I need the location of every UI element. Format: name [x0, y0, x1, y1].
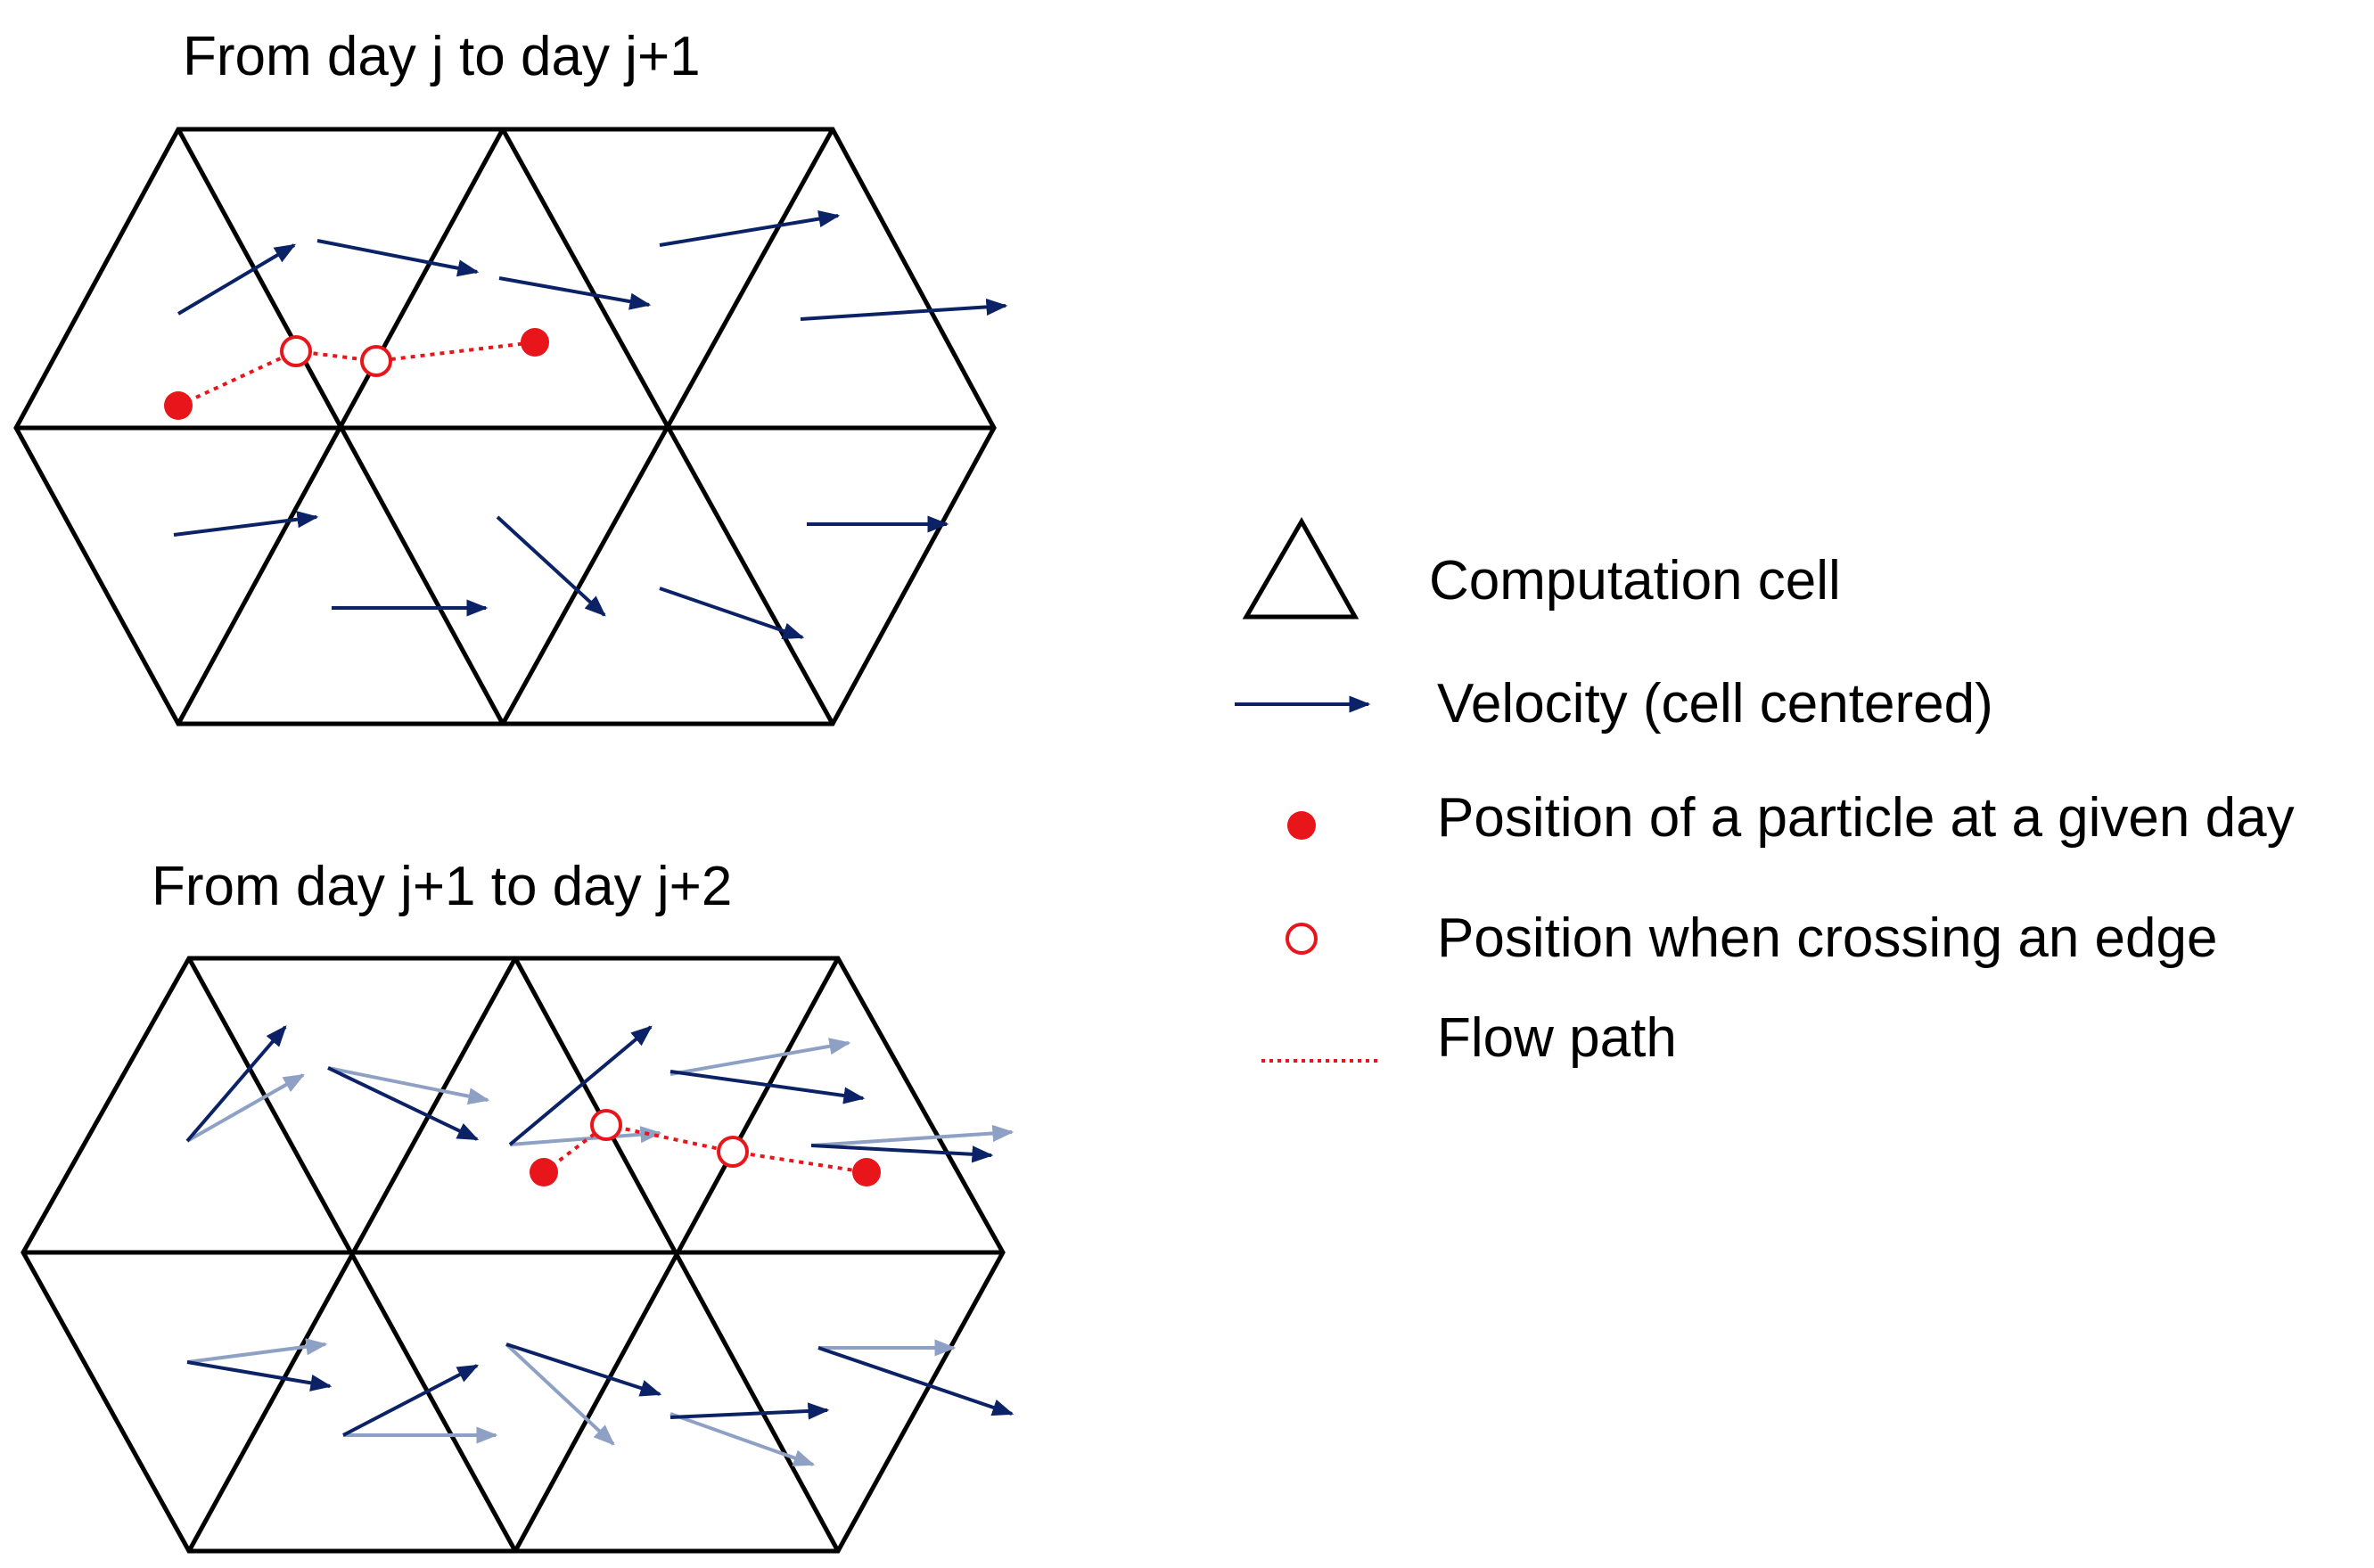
mesh-edge — [513, 956, 841, 1553]
velocity-arrow-icon — [316, 239, 480, 277]
legend-item: Flow path — [1261, 1007, 1677, 1069]
previous-velocity-arrows — [186, 1038, 1014, 1466]
velocity-arrow-icon — [669, 1402, 830, 1420]
velocity-arrow-icon — [669, 1070, 866, 1104]
particle-track — [164, 328, 549, 420]
triangle-mesh — [13, 127, 997, 727]
flow-path — [177, 341, 536, 407]
velocity-arrows — [185, 1025, 1014, 1437]
particle-track — [530, 1109, 881, 1186]
filled-dot-icon — [1287, 811, 1316, 840]
velocity-arrows — [173, 210, 1008, 640]
velocity-arrow-icon — [342, 1364, 480, 1437]
mesh-edge — [186, 956, 518, 1553]
faded-arrow-icon — [669, 1412, 816, 1466]
panel-day-j: From day j to day j+1 — [13, 26, 1008, 727]
panel-title: From day j to day j+1 — [183, 26, 701, 87]
flow-path — [542, 1122, 867, 1174]
faded-arrow-icon — [505, 1342, 615, 1446]
velocity-arrow-icon — [659, 587, 805, 640]
triangle-icon — [1242, 516, 1360, 620]
edge-crossing-icon — [717, 1136, 749, 1168]
velocity-arrow-icon — [496, 515, 606, 617]
particle-position-icon — [164, 391, 193, 420]
legend-item: Velocity (cell centered) — [1235, 673, 1993, 735]
edge-crossing-icon — [280, 335, 312, 367]
legend-label: Flow path — [1437, 1007, 1677, 1069]
hollow-dot-icon — [1286, 923, 1318, 955]
velocity-arrow-icon — [185, 1025, 287, 1143]
velocity-arrow-icon — [177, 243, 297, 316]
velocity-arrow-icon — [659, 210, 841, 247]
velocity-arrow-icon — [505, 1342, 662, 1397]
faded-arrow-icon — [186, 1338, 328, 1364]
panel-title: From day j+1 to day j+2 — [152, 856, 732, 917]
velocity-arrow-icon — [498, 276, 652, 310]
faded-arrow-icon — [327, 1066, 490, 1105]
particle-position-icon — [530, 1158, 558, 1186]
particle-position-icon — [521, 328, 549, 357]
legend-label: Velocity (cell centered) — [1437, 673, 1993, 735]
triangle-mesh — [21, 956, 1006, 1554]
velocity-arrow-icon — [508, 1025, 653, 1146]
mesh-edge — [176, 127, 505, 726]
faded-arrow-icon — [669, 1038, 851, 1076]
faded-arrow-icon — [509, 1126, 662, 1146]
velocity-arrow-icon — [810, 1144, 994, 1163]
legend: Computation cell Velocity (cell centered… — [1235, 516, 2295, 1069]
particle-position-icon — [852, 1158, 881, 1186]
legend-item: Position of a particle at a given day — [1287, 787, 2295, 849]
panel-day-j1: From day j+1 to day j+2 — [21, 856, 1014, 1554]
velocity-arrow-icon — [173, 511, 319, 537]
faded-arrow-icon — [186, 1073, 306, 1143]
mesh-edge — [500, 127, 835, 726]
legend-item: Position when crossing an edge — [1286, 907, 2217, 969]
legend-label: Position of a particle at a given day — [1437, 787, 2295, 849]
velocity-arrow-icon — [327, 1066, 480, 1141]
faded-arrow-icon — [810, 1124, 1014, 1147]
velocity-arrow-icon — [186, 1360, 333, 1391]
velocity-arrow-icon — [800, 298, 1008, 321]
edge-crossing-icon — [590, 1109, 622, 1141]
legend-label: Computation cell — [1429, 550, 1841, 612]
legend-label: Position when crossing an edge — [1437, 907, 2217, 969]
legend-item: Computation cell — [1242, 516, 1841, 620]
velocity-arrow-icon — [817, 1346, 1014, 1416]
edge-crossing-icon — [360, 345, 392, 377]
